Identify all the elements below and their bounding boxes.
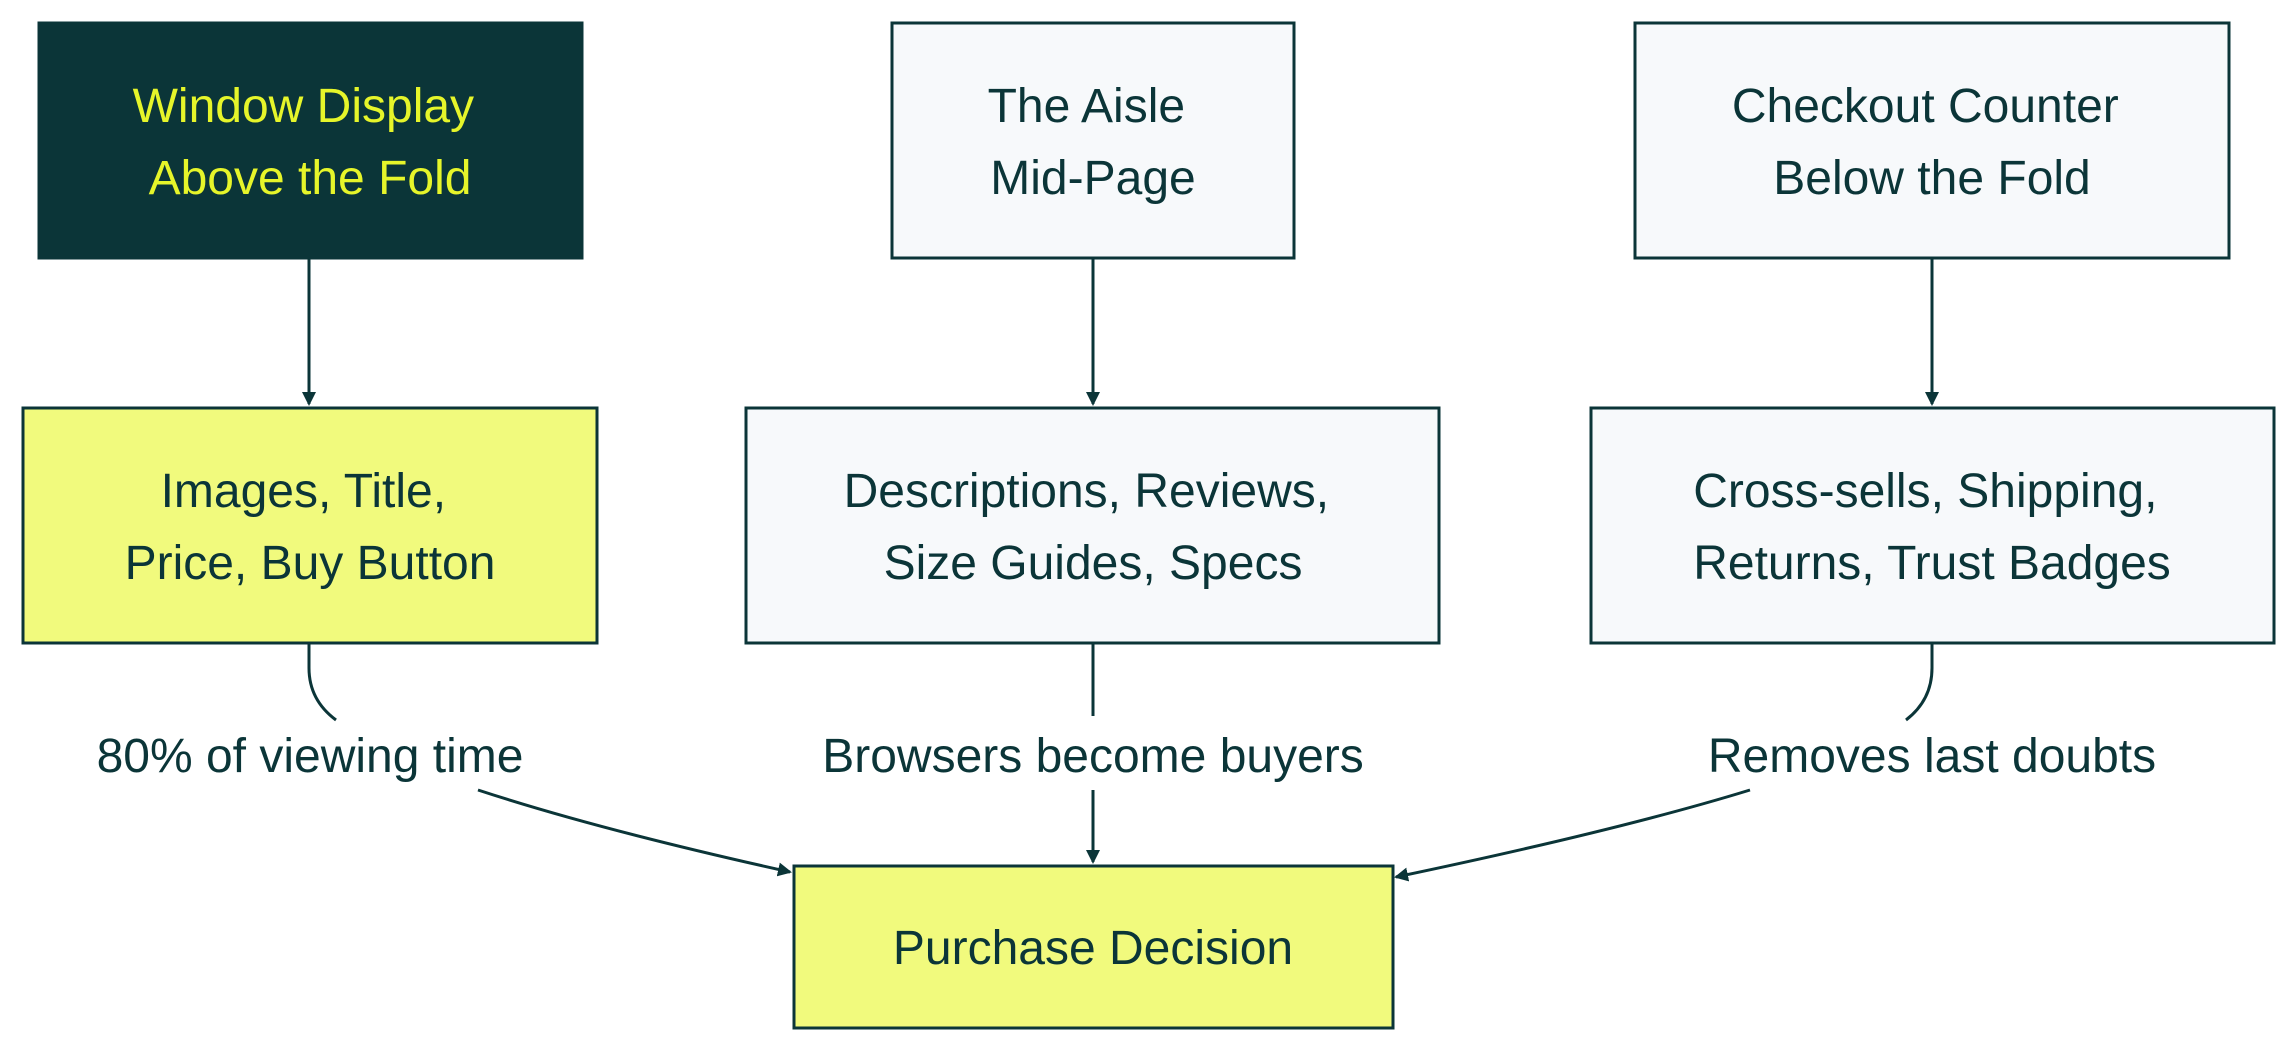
edge-cross-sells-to-purchase <box>1905 644 1934 722</box>
node-cross-sells-line-1: Cross-sells, Shipping, <box>1693 465 2157 518</box>
node-descriptions-reviews: Descriptions, Reviews, Size Guides, Spec… <box>744 406 1441 645</box>
svg-text:Descriptions, Reviews, S: Descriptions, Reviews, Size Guides, Spec… <box>844 465 1343 590</box>
svg-text:The Aisle Mid-Page: The Aisle Mid-Page <box>988 80 1199 205</box>
node-purchase-label: Purchase Decision <box>893 922 1293 975</box>
node-window-display-line-2: Above the Fold <box>149 152 472 205</box>
node-aisle-line-1: The Aisle <box>988 80 1185 133</box>
edge-labels: 80% of viewing time Browsers become buye… <box>97 730 2157 783</box>
node-images-line-1: Images, Title, <box>161 465 446 518</box>
svg-text:Window Display Above the: Window Display Above the Fold <box>133 80 488 205</box>
node-images-line-2: Price, Buy Button <box>125 537 496 590</box>
svg-text:Images, Title, Price, Bu: Images, Title, Price, Buy Button <box>125 465 496 590</box>
node-aisle-line-2: Mid-Page <box>990 152 1195 205</box>
edge-cross-sells-to-purchase-tail <box>1394 788 1751 882</box>
node-cross-sells-shipping: Cross-sells, Shipping, Returns, Trust Ba… <box>1589 406 2276 645</box>
node-checkout-line-2: Below the Fold <box>1773 152 2091 205</box>
node-checkout-line-1: Checkout Counter <box>1732 80 2119 133</box>
svg-text:Checkout Counter Below t: Checkout Counter Below the Fold <box>1732 80 2132 205</box>
node-aisle: The Aisle Mid-Page <box>890 21 1296 260</box>
node-window-display-line-1: Window Display <box>133 80 474 133</box>
edge-label-right: Removes last doubts <box>1708 730 2156 783</box>
node-purchase-decision: Purchase Decision <box>792 864 1395 1030</box>
node-descriptions-line-1: Descriptions, Reviews, <box>844 465 1329 518</box>
edges <box>302 258 1939 882</box>
svg-text:Cross-sells, Shipping, R: Cross-sells, Shipping, Returns, Trust Ba… <box>1693 465 2171 590</box>
edge-images-to-purchase-tail <box>477 788 792 877</box>
node-cross-sells-line-2: Returns, Trust Badges <box>1693 537 2171 590</box>
edge-label-middle: Browsers become buyers <box>822 730 1364 783</box>
edge-label-left: 80% of viewing time <box>97 730 524 783</box>
node-window-display: Window Display Above the Fold <box>37 21 584 260</box>
node-descriptions-line-2: Size Guides, Specs <box>884 537 1303 590</box>
edge-images-to-purchase <box>307 644 337 722</box>
node-images-title-price: Images, Title, Price, Buy Button <box>21 406 599 645</box>
node-checkout-counter: Checkout Counter Below the Fold <box>1633 21 2231 260</box>
